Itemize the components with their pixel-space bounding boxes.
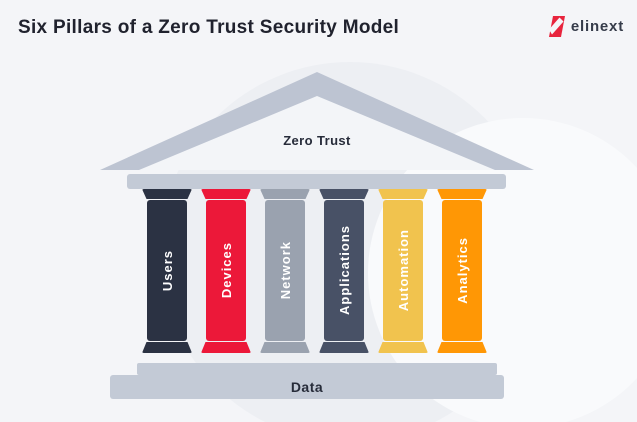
pillar-capital [319, 189, 369, 199]
pillar-shaft: Network [265, 200, 305, 341]
pillar-base [260, 342, 310, 353]
pillar-label: Applications [336, 225, 352, 316]
pillar-capital [201, 189, 251, 199]
pillar-label: Automation [395, 229, 411, 312]
pillar-label: Analytics [454, 237, 470, 304]
pillar-shaft: Analytics [442, 200, 482, 341]
pillar-base [319, 342, 369, 353]
pillar-capital [378, 189, 428, 199]
pillar-shaft: Automation [383, 200, 423, 341]
pillar-automation: Automation [378, 189, 428, 363]
temple-stylobate [137, 363, 497, 375]
pillar-shaft: Users [147, 200, 187, 341]
pillar-devices: Devices [201, 189, 251, 363]
pillar-shaft: Devices [206, 200, 246, 341]
elinext-logo-text: elinext [570, 18, 624, 35]
temple-base: Data [110, 375, 504, 399]
pillar-label: Users [159, 249, 175, 292]
pillar-applications: Applications [319, 189, 369, 363]
elinext-logo-icon [548, 16, 565, 37]
pillar-users: Users [142, 189, 192, 363]
pillar-shaft: Applications [324, 200, 364, 341]
pillar-analytics: Analytics [437, 189, 487, 363]
base-label: Data [290, 379, 324, 395]
pillar-base [437, 342, 487, 353]
pillar-label: Devices [218, 242, 234, 299]
pillar-capital [437, 189, 487, 199]
elinext-logo: elinext [548, 15, 624, 38]
pillar-base [201, 342, 251, 353]
temple-architrave [127, 174, 506, 189]
pillar-base [378, 342, 428, 353]
pillar-capital [142, 189, 192, 199]
pillar-base [142, 342, 192, 353]
pillar-label: Network [277, 241, 293, 300]
page-title: Six Pillars of a Zero Trust Security Mod… [18, 17, 400, 38]
pediment-label: Zero Trust [283, 133, 351, 148]
pillar-capital [260, 189, 310, 199]
pillar-network: Network [260, 189, 310, 363]
